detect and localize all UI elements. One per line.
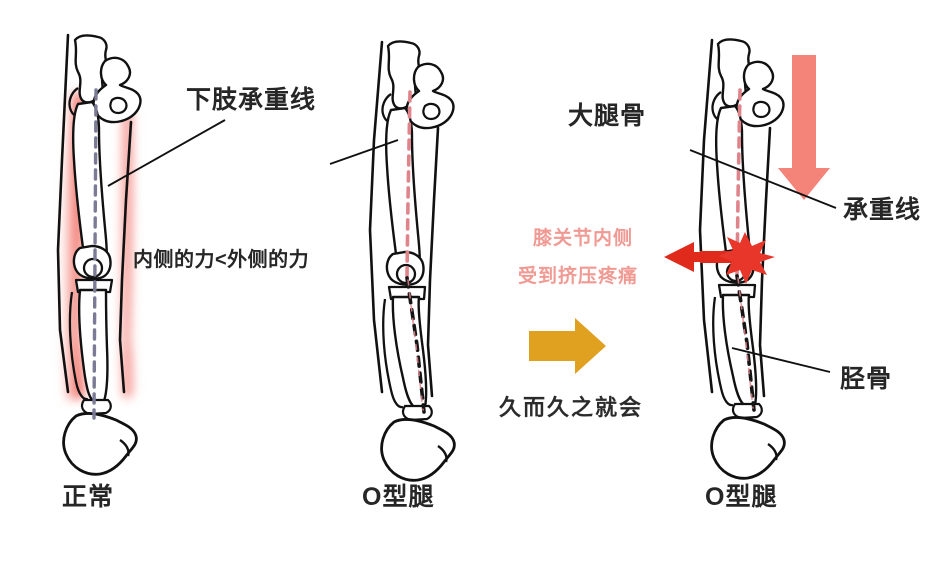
load-down-arrow bbox=[778, 55, 830, 200]
leader-weight-line bbox=[689, 149, 837, 209]
flow-caption: 久而久之就会 bbox=[499, 395, 644, 420]
label-force-comparison: 内侧的力<外侧的力 bbox=[133, 249, 310, 271]
flow-arrow-orange bbox=[529, 318, 606, 374]
label-weight-bearing-line-normal: 下肢承重线 bbox=[186, 86, 317, 114]
pain-note-line-2: 受到挤压疼痛 bbox=[518, 266, 639, 287]
weight-bearing-line-lower-right bbox=[735, 274, 756, 412]
weight-bearing-line-lower bbox=[405, 276, 426, 414]
caption-bowleg-middle: O型腿 bbox=[362, 483, 435, 511]
panel-bowleg-middle bbox=[329, 40, 456, 482]
panel-normal-leg bbox=[56, 33, 226, 476]
label-tibia: 胫骨 bbox=[840, 365, 893, 393]
label-femur: 大腿骨 bbox=[568, 102, 647, 130]
weight-bearing-line-normal bbox=[92, 88, 98, 420]
caption-normal: 正常 bbox=[62, 483, 115, 511]
leader-tibia bbox=[731, 347, 831, 373]
label-weight-bearing-line-right: 承重线 bbox=[843, 196, 922, 224]
pain-note-line-1: 膝关节内侧 bbox=[533, 228, 634, 249]
pain-burst-icon bbox=[718, 232, 775, 284]
caption-bowleg-right: O型腿 bbox=[705, 483, 778, 511]
weight-bearing-line-upper bbox=[405, 90, 412, 280]
panel-bowleg-right bbox=[664, 38, 837, 480]
